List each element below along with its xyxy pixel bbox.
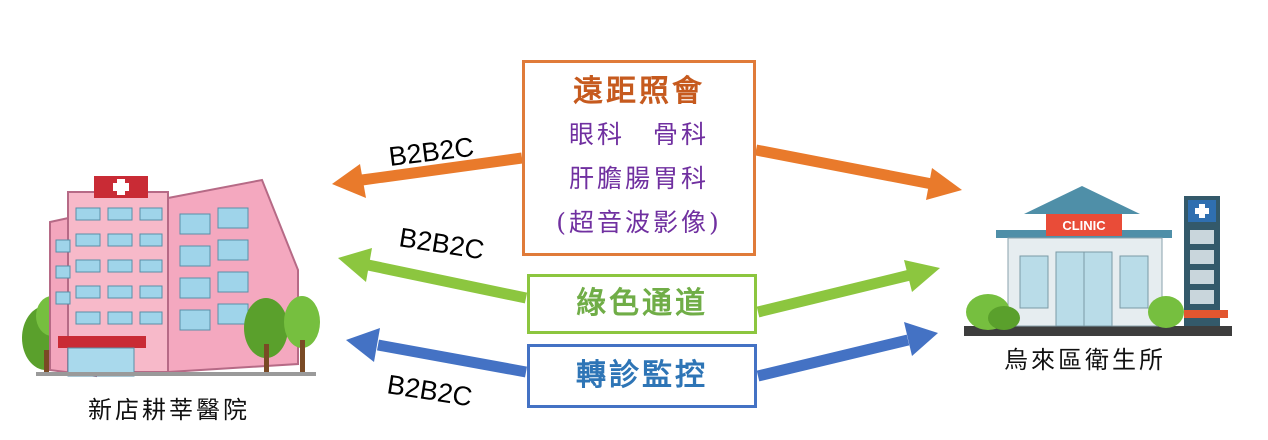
referral-monitoring-title: 轉診監控: [576, 358, 708, 393]
orange-arrow-right: [754, 144, 962, 200]
clinic-sign: CLINIC: [1062, 218, 1106, 233]
orange-arrow-left: [332, 152, 523, 198]
clinic-building-icon: CLINIC: [964, 186, 1232, 336]
hospital-caption: 新店耕莘醫院: [88, 396, 250, 424]
hospital-building-icon: [22, 176, 320, 378]
teleconsult-box: 遠距照會 眼科 骨科 肝膽腸胃科 (超音波影像): [522, 60, 756, 256]
referral-monitoring-box: 轉診監控: [527, 344, 757, 408]
teleconsult-ultrasound: (超音波影像): [556, 208, 722, 237]
blue-arrow-right: [756, 322, 938, 382]
green-channel-title: 綠色通道: [576, 286, 708, 321]
connector-label-middle: B2B2C: [397, 222, 486, 265]
green-channel-box: 綠色通道: [527, 274, 757, 334]
teleconsult-title: 遠距照會: [573, 74, 705, 109]
green-arrow-right: [756, 260, 940, 318]
teleconsult-departments-2: 肝膽腸胃科: [568, 164, 709, 193]
teleconsult-departments-1: 眼科 骨科: [568, 120, 709, 149]
blue-arrow-left: [346, 328, 527, 378]
connector-label-bottom: B2B2C: [385, 369, 474, 412]
green-arrow-left: [338, 248, 528, 304]
clinic-caption: 烏來區衛生所: [1004, 346, 1166, 374]
